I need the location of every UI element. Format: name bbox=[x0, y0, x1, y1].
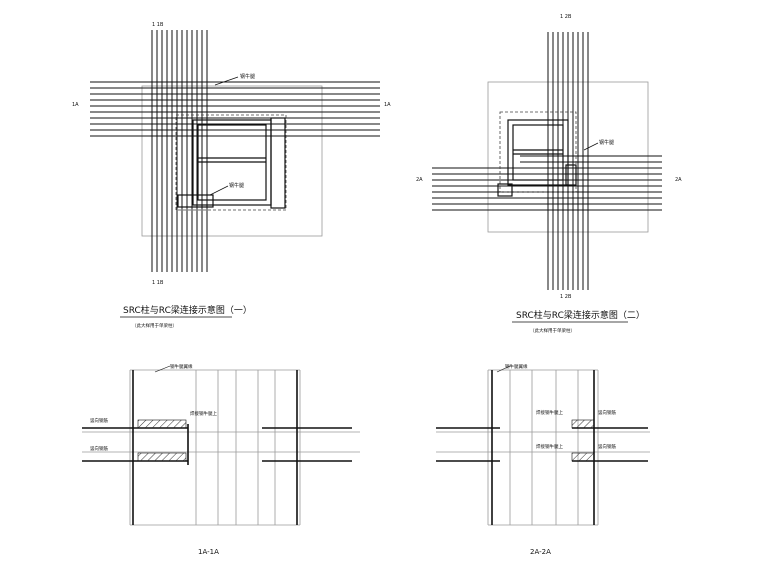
callout-b: 钢牛腿 bbox=[229, 182, 244, 189]
horizontal-rebars-2 bbox=[432, 155, 662, 211]
vertical-rebars-2 bbox=[547, 32, 589, 290]
cut-bottom-2: 1 2B bbox=[560, 294, 572, 300]
cut-right-2: 2A bbox=[675, 177, 682, 183]
cut-left: 1A bbox=[72, 102, 79, 108]
s1-left-top: 竖向钢筋 bbox=[90, 417, 108, 424]
section2-title: 2A-2A bbox=[530, 548, 551, 556]
drawing-1: 钢牛腿 钢牛腿 1 1B 1 1B 1A 1A SRC柱与RC梁连接示意图（一）… bbox=[72, 22, 391, 329]
cut-left-2: 2A bbox=[416, 177, 423, 183]
cut-top-2: 1 2B bbox=[560, 14, 572, 20]
s2-mid-bottom: 焊接钢牛腿上 bbox=[536, 443, 563, 450]
cut-top: 1 1B bbox=[152, 22, 164, 28]
weld-hatch-top-2 bbox=[571, 419, 595, 429]
s1-left-bottom: 竖向钢筋 bbox=[90, 445, 108, 452]
s1-top-note: 钢牛腿翼缘 bbox=[170, 363, 193, 370]
callout-a: 钢牛腿 bbox=[240, 73, 255, 80]
s2-right-bottom: 竖向钢筋 bbox=[598, 443, 616, 450]
title-1: SRC柱与RC梁连接示意图（一） bbox=[123, 304, 252, 316]
weld-hatch-top bbox=[137, 419, 187, 429]
weld-hatch-bottom bbox=[137, 452, 187, 462]
horizontal-rebars bbox=[90, 81, 380, 137]
subtitle-1: （此大样用于单梁柱） bbox=[132, 322, 177, 329]
subtitle-2: （此大样用于单梁柱） bbox=[530, 327, 575, 334]
section-1a: 钢牛腿翼缘 竖向钢筋 竖向钢筋 焊接钢牛腿上 1A-1A bbox=[82, 363, 360, 556]
s2-mid-top: 焊接钢牛腿上 bbox=[536, 409, 563, 416]
steel-section-1 bbox=[175, 114, 287, 211]
s2-right-top: 竖向钢筋 bbox=[598, 409, 616, 416]
title-2: SRC柱与RC梁连接示意图（二） bbox=[516, 309, 645, 321]
cut-bottom: 1 1B bbox=[152, 280, 164, 286]
callout-a-2: 钢牛腿 bbox=[599, 139, 614, 146]
section1-title: 1A-1A bbox=[198, 548, 219, 556]
section-2a: 钢牛腿翼缘 焊接钢牛腿上 焊接钢牛腿上 竖向钢筋 竖向钢筋 2A-2A bbox=[436, 363, 650, 556]
s1-mid-note: 焊接钢牛腿上 bbox=[190, 410, 217, 417]
column-outline bbox=[141, 85, 323, 237]
cut-right: 1A bbox=[384, 102, 391, 108]
s2-top-note: 钢牛腿翼缘 bbox=[505, 363, 528, 370]
weld-hatch-bottom-2 bbox=[571, 452, 595, 462]
drawing-2: 钢牛腿 1 2B 1 2B 2A 2A SRC柱与RC梁连接示意图（二） （此大… bbox=[416, 14, 682, 334]
vertical-rebars bbox=[151, 30, 208, 272]
steel-section-2 bbox=[497, 111, 577, 197]
